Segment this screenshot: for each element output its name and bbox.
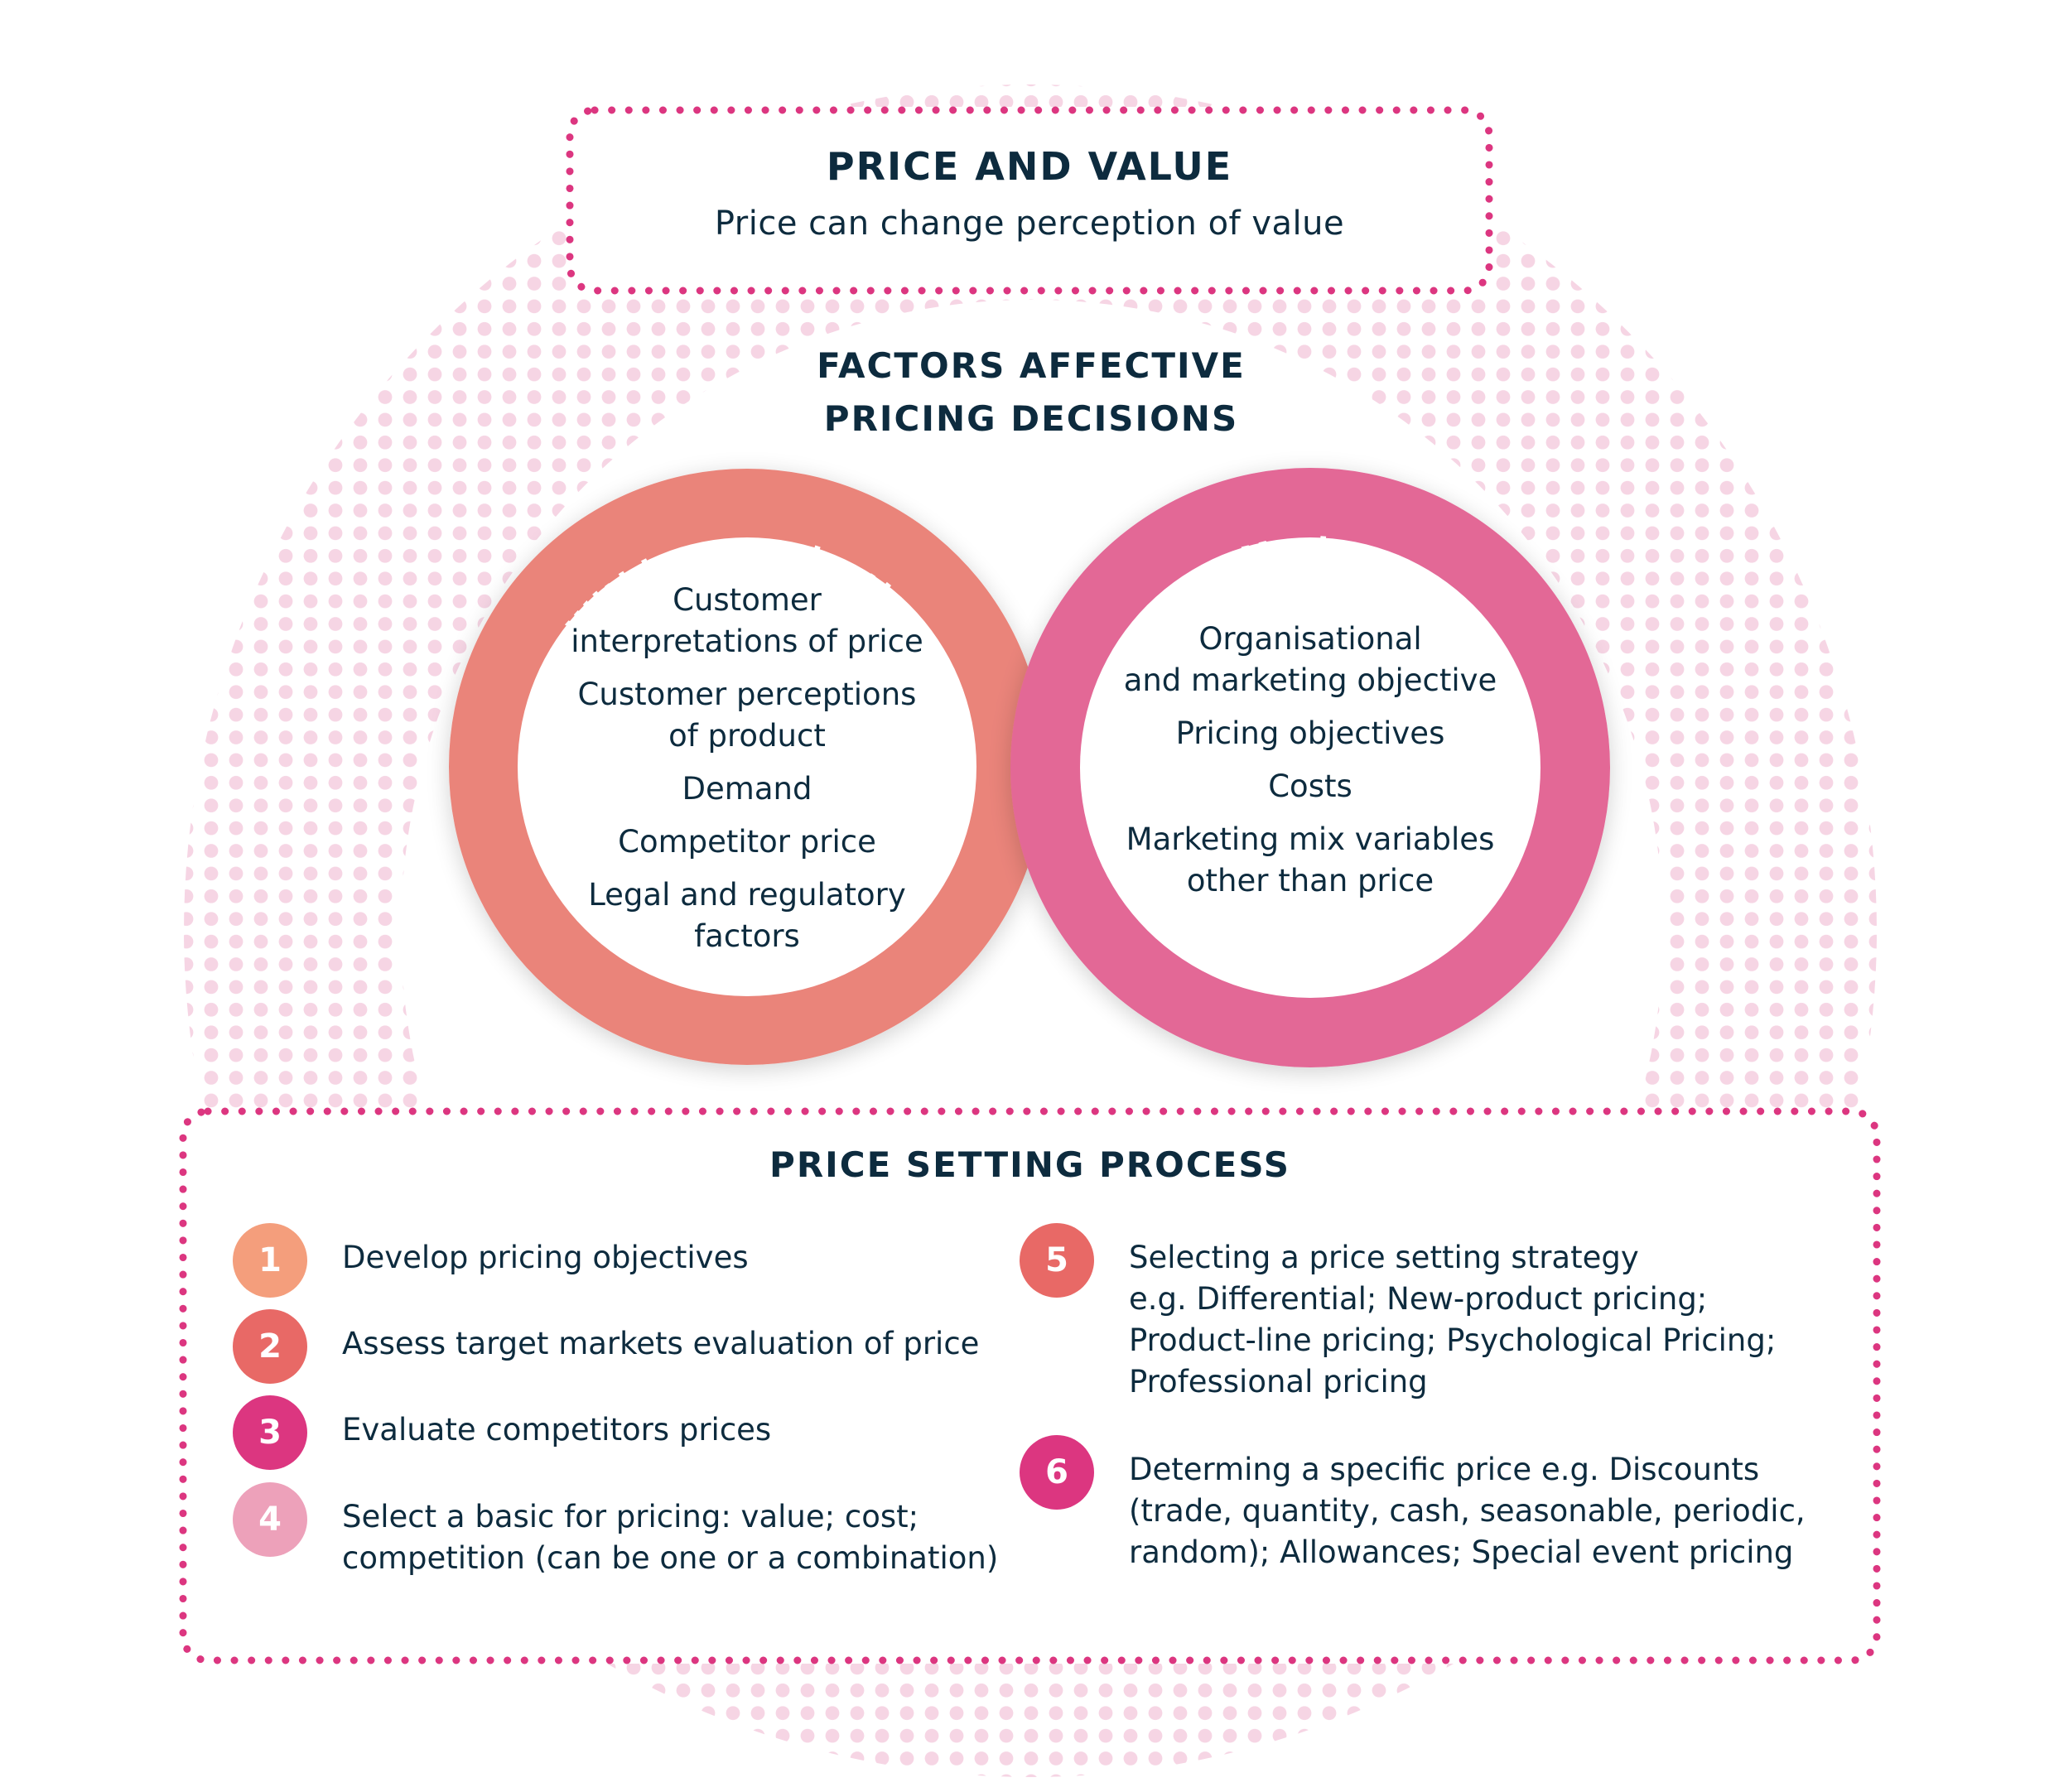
market-list: Organisational and marketing objective P… bbox=[1103, 619, 1517, 913]
step-text: Develop pricing objectives bbox=[342, 1240, 749, 1275]
step-number-badge: 1 bbox=[233, 1223, 307, 1298]
price-and-value-box: PRICE AND VALUE Price can change percept… bbox=[566, 106, 1493, 295]
process-step-4: 4 Select a basic for pricing: value; cos… bbox=[233, 1482, 998, 1579]
step-text: Assess target markets evaluation of pric… bbox=[342, 1326, 980, 1361]
factor-item: Costs bbox=[1268, 768, 1352, 804]
dotted-border bbox=[566, 106, 1493, 295]
step-number-badge: 2 bbox=[233, 1309, 307, 1384]
factor-item: Customer interpretations of price bbox=[571, 582, 923, 659]
factors-title-line-2: PRICING DECISIONS bbox=[823, 398, 1239, 439]
price-setting-process-title: PRICE SETTING PROCESS bbox=[769, 1144, 1290, 1185]
factor-item: Demand bbox=[682, 771, 812, 807]
step-number-badge: 5 bbox=[1020, 1223, 1094, 1298]
factors-title-line-1: FACTORS AFFECTIVE bbox=[817, 345, 1246, 386]
factors-title: FACTORS AFFECTIVE PRICING DECISIONS bbox=[696, 340, 1367, 446]
factor-item: Pricing objectives bbox=[1175, 715, 1445, 751]
process-step-5: 5 Selecting a price setting strategy e.g… bbox=[1020, 1223, 1776, 1403]
factor-item: Legal and regulatory factors bbox=[588, 877, 906, 954]
within-organisation-list: Customer interpretations of price Custom… bbox=[540, 580, 954, 969]
factor-item: Marketing mix variables other than price bbox=[1126, 821, 1495, 898]
market-circle bbox=[1010, 468, 1610, 1067]
process-step-6: 6 Determing a specific price e.g. Discou… bbox=[1020, 1435, 1806, 1573]
dotted-border bbox=[179, 1107, 1881, 1664]
price-and-value-title: PRICE AND VALUE bbox=[826, 144, 1233, 189]
step-number-badge: 4 bbox=[233, 1482, 307, 1557]
factor-item: Customer perceptions of product bbox=[577, 677, 917, 754]
process-step-1: 1 Develop pricing objectives bbox=[233, 1223, 749, 1298]
process-step-3: 3 Evaluate competitors prices bbox=[233, 1395, 771, 1470]
price-and-value-subtitle: Price can change perception of value bbox=[714, 205, 1345, 243]
step-text: Select a basic for pricing: value; cost;… bbox=[342, 1499, 999, 1576]
step-number-badge: 3 bbox=[233, 1395, 307, 1470]
step-text: Evaluate competitors prices bbox=[342, 1412, 772, 1448]
step-text: Selecting a price setting strategy e.g. … bbox=[1129, 1240, 1777, 1399]
price-setting-process-box: PRICE SETTING PROCESS 1 Develop pricing … bbox=[179, 1107, 1881, 1664]
process-step-2: 2 Assess target markets evaluation of pr… bbox=[233, 1309, 979, 1384]
factor-item: Competitor price bbox=[618, 824, 876, 860]
step-text: Determing a specific price e.g. Discount… bbox=[1129, 1452, 1806, 1570]
step-number-badge: 6 bbox=[1020, 1435, 1094, 1510]
within-organisation-circle bbox=[449, 469, 1045, 1065]
factor-item: Organisational and marketing objective bbox=[1123, 621, 1497, 698]
